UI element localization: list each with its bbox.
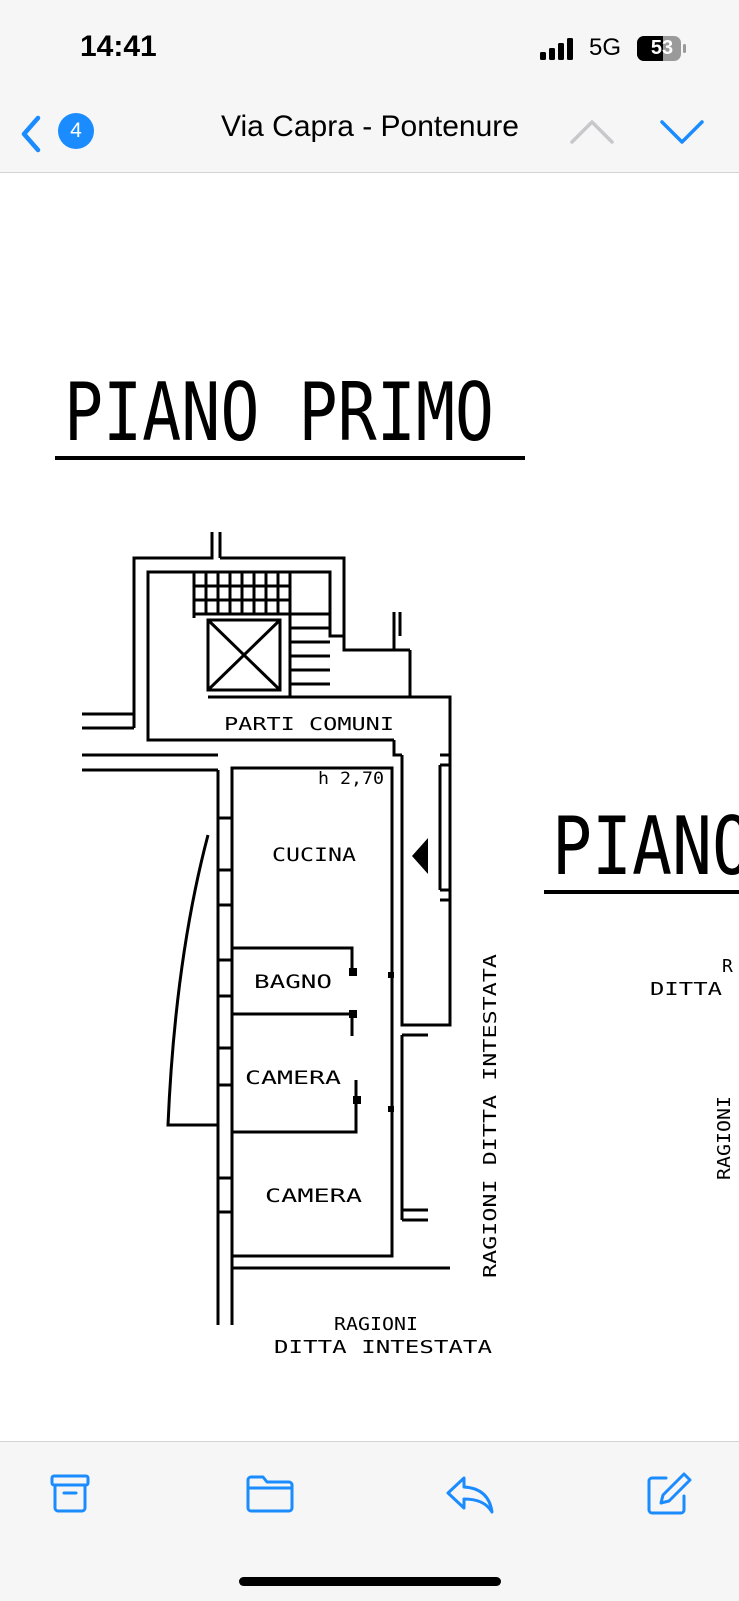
status-time: 14:41	[80, 30, 157, 63]
chevron-up-icon[interactable]	[568, 112, 616, 152]
label-common-area: PARTI COMUNI	[224, 714, 394, 735]
entrance-arrow-icon	[412, 838, 428, 874]
label-kitchen: CUCINA	[272, 844, 357, 866]
status-bar	[0, 0, 739, 96]
label-neighbor-right: RAGIONI DITTA INTESTATA	[480, 954, 501, 1278]
message-subject-title: Via Capra - Pontenure	[221, 110, 519, 143]
next-page-label-2: DITTA	[650, 979, 722, 1000]
network-type: 5G	[589, 34, 622, 61]
label-ceiling-height: h 2,70	[318, 769, 384, 789]
attachment-viewer[interactable]: PIANO PRIMO	[0, 173, 739, 1441]
label-bathroom: BAGNO	[254, 971, 332, 993]
navigation-bar	[0, 96, 739, 173]
next-page-vertical: RAGIONI	[714, 1096, 735, 1180]
label-neighbor-bottom-2: DITTA INTESTATA	[274, 1337, 492, 1358]
back-chevron-icon[interactable]	[14, 112, 48, 156]
next-page-preview: PIANO R DITTA RAGIONI	[544, 800, 739, 1180]
archive-icon[interactable]	[42, 1466, 98, 1522]
reply-icon[interactable]	[442, 1466, 498, 1522]
folder-icon[interactable]	[242, 1466, 298, 1522]
stairwell	[132, 532, 412, 742]
bottom-toolbar	[0, 1441, 739, 1601]
label-bedroom-2: CAMERA	[265, 1185, 363, 1207]
plan-heading: PIANO PRIMO	[64, 366, 494, 459]
label-neighbor-bottom-1: RAGIONI	[334, 1314, 418, 1335]
chevron-down-icon[interactable]	[658, 112, 706, 152]
battery-icon	[637, 36, 686, 61]
floor-plan-drawing: PIANO PRIMO	[55, 366, 739, 1358]
next-page-heading: PIANO	[552, 800, 739, 893]
apartment-walls	[166, 766, 450, 1325]
common-area-walls	[82, 695, 452, 1027]
cellular-signal-icon	[540, 38, 573, 60]
battery-level: 53	[650, 37, 674, 59]
unread-count-badge[interactable]: 4	[58, 113, 94, 149]
home-indicator[interactable]	[239, 1577, 501, 1586]
compose-icon[interactable]	[640, 1466, 696, 1522]
label-bedroom-1: CAMERA	[245, 1067, 342, 1089]
next-page-label-1: R	[722, 956, 733, 977]
